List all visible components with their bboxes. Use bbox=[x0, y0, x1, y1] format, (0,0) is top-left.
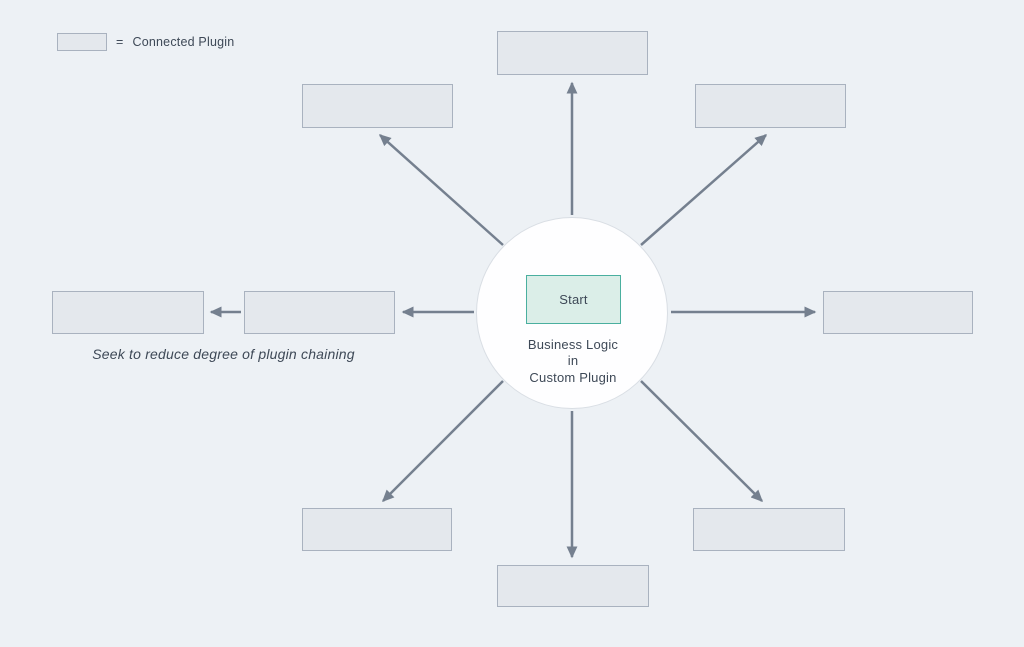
legend-equals: = bbox=[116, 35, 124, 49]
center-caption: Business Logic in Custom Plugin bbox=[477, 337, 669, 386]
legend-label: Connected Plugin bbox=[132, 35, 235, 49]
connected-plugin-box-bottom-right bbox=[693, 508, 845, 551]
start-node: Start bbox=[526, 275, 621, 324]
arrow-to-top-left bbox=[378, 134, 504, 246]
center-caption-line-1: Business Logic bbox=[527, 337, 619, 352]
center-caption-line-2: in bbox=[567, 353, 579, 369]
legend-plugin-swatch bbox=[57, 33, 107, 51]
connected-plugin-box-top bbox=[497, 31, 648, 75]
arrow-to-bottom-left bbox=[382, 380, 504, 502]
chaining-note: Seek to reduce degree of plugin chaining bbox=[92, 346, 355, 362]
arrow-to-top-right bbox=[640, 134, 768, 246]
connected-plugin-box-left-outer bbox=[52, 291, 204, 334]
business-logic-circle: Start Business Logic in Custom Plugin bbox=[476, 217, 668, 409]
connected-plugin-box-left-inner bbox=[244, 291, 395, 334]
legend: = Connected Plugin bbox=[57, 33, 234, 51]
connected-plugin-box-bottom-left bbox=[302, 508, 452, 551]
connected-plugin-box-bottom bbox=[497, 565, 649, 607]
arrow-to-bottom-right bbox=[640, 380, 763, 502]
center-caption-line-3: Custom Plugin bbox=[529, 369, 617, 385]
connected-plugin-box-top-right bbox=[695, 84, 846, 128]
connected-plugin-box-right bbox=[823, 291, 973, 334]
connected-plugin-box-top-left bbox=[302, 84, 453, 128]
